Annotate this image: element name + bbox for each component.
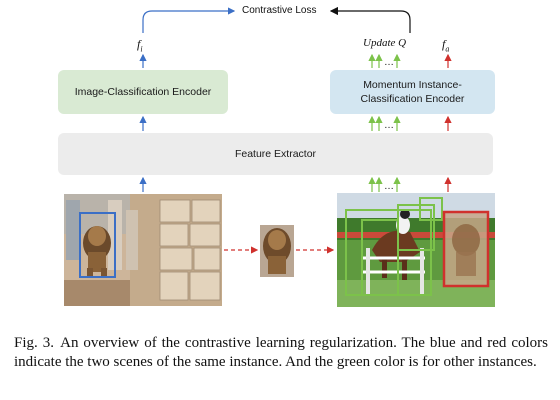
photo-lion-crop: [260, 225, 294, 277]
green-bbox-4: [419, 197, 443, 221]
figure-number: Fig. 3.: [14, 335, 54, 351]
fi-subscript: i: [140, 44, 143, 54]
ellipsis-mid: …: [384, 120, 394, 131]
momentum-instance-encoder: Momentum Instance-Classification Encoder: [330, 70, 495, 114]
green-arrows-mid: [368, 115, 401, 131]
update-q-label: Update Q: [363, 37, 407, 49]
green-bbox-3: [397, 204, 435, 251]
momentum-encoder-label: Momentum Instance-Classification Encoder: [360, 78, 465, 105]
method-figure: Contrastive Loss fi Update Q fa … … … Im…: [58, 5, 495, 307]
fa-subscript: a: [445, 44, 450, 54]
ellipsis-bottom: …: [384, 181, 394, 192]
image-classification-encoder: Image-Classification Encoder: [58, 70, 228, 114]
loss-connector-left: [142, 7, 236, 33]
green-arrows-bottom: [368, 176, 401, 192]
green-arrows-top: [368, 53, 401, 68]
image-encoder-label: Image-Classification Encoder: [74, 85, 212, 98]
feature-extractor-label: Feature Extractor: [234, 147, 317, 160]
red-bbox-right: [442, 210, 490, 288]
blue-bbox-left: [79, 212, 116, 278]
photo-lion-ruins: [64, 194, 222, 306]
ellipsis-top: …: [384, 57, 394, 68]
feature-extractor: Feature Extractor: [58, 133, 493, 175]
caption-text: An overview of the contrastive learning …: [14, 335, 548, 370]
fa-label: fa: [442, 37, 449, 53]
fi-label: fi: [137, 37, 143, 53]
figure-connectors: [64, 6, 495, 307]
photo-show-jumping: [337, 193, 495, 307]
contrastive-loss-label: Contrastive Loss: [242, 5, 317, 16]
figure-caption: Fig. 3. An overview of the contrastive l…: [14, 334, 548, 372]
green-bbox-2: [361, 219, 399, 296]
loss-connector-right: [329, 6, 411, 33]
fi-letter: f: [137, 37, 141, 51]
fa-letter: f: [442, 37, 446, 51]
